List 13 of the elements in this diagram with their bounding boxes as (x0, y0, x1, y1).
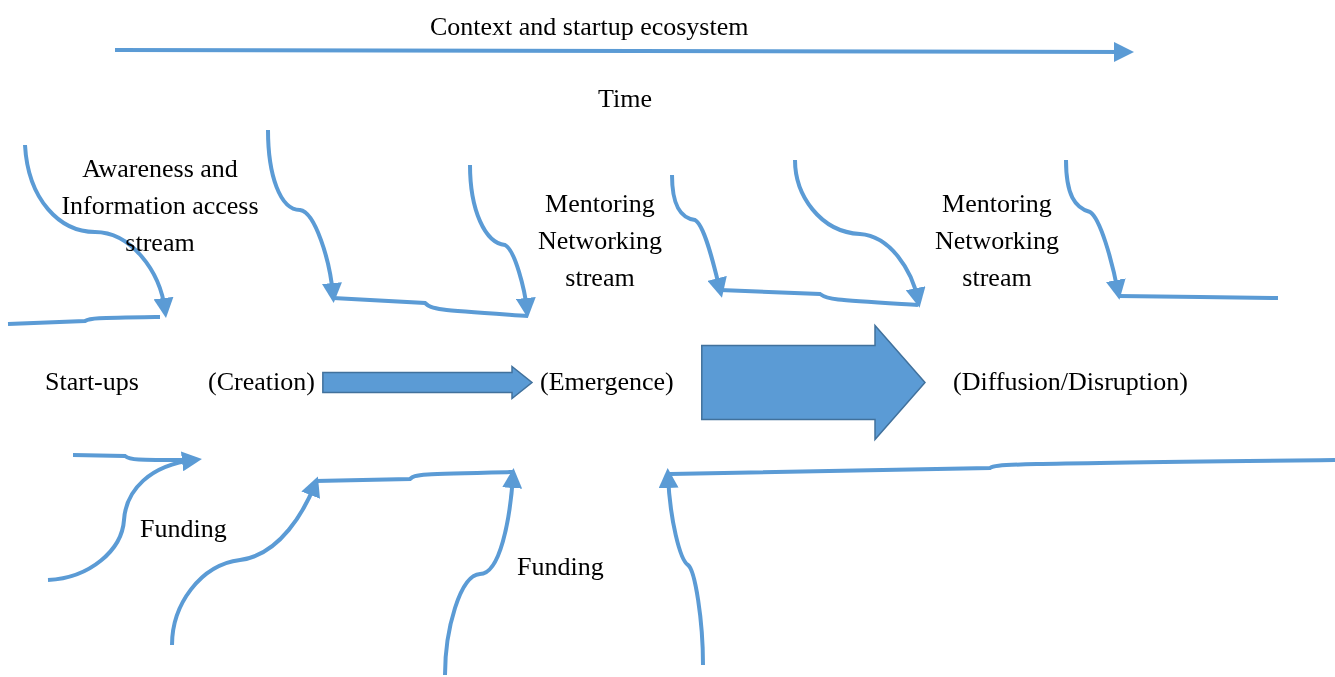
funding-label: Funding (517, 551, 604, 583)
stage-label: (Emergence) (540, 363, 674, 400)
start-ups-label: Start-ups (45, 366, 139, 398)
stream-label: Mentoring Networking stream (933, 188, 1061, 294)
block-arrow (322, 364, 534, 401)
time-label: Time (598, 83, 652, 115)
stream-label: Mentoring Networking stream (536, 188, 664, 294)
funding-label: Funding (140, 513, 227, 545)
context-label: Context and startup ecosystem (430, 11, 749, 43)
stage-label: (Creation) (208, 363, 315, 400)
stream-label: Awareness and Information access stream (60, 153, 260, 259)
stage-label: (Diffusion/Disruption) (953, 363, 1188, 400)
block-arrow (701, 323, 926, 442)
